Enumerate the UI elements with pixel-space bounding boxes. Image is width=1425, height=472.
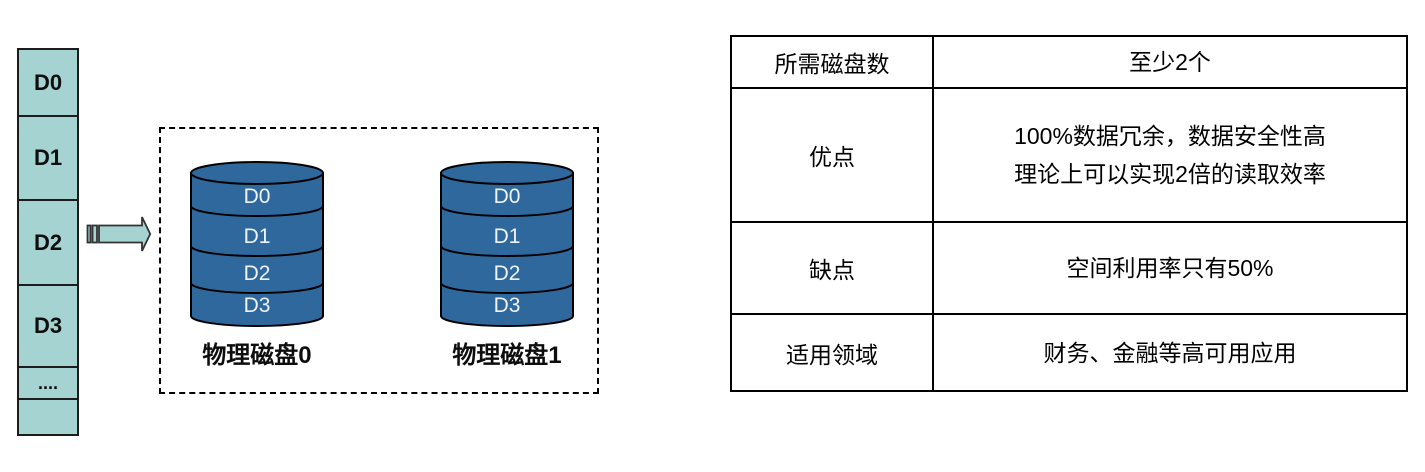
striped-right-arrow-icon <box>86 216 152 252</box>
row-value-cell: 至少2个 <box>932 35 1408 89</box>
row-value-cell: 财务、金融等高可用应用 <box>932 313 1408 392</box>
row-label-cell: 缺点 <box>730 221 934 315</box>
disk-segment-label: D1 <box>494 225 521 248</box>
table-row-disadvantages: 缺点 空间利用率只有50% <box>730 221 1408 315</box>
value-line: 100%数据冗余，数据安全性高 <box>1014 123 1326 149</box>
host-block-ellipsis: .... <box>17 366 79 400</box>
host-block-d2: D2 <box>17 199 79 286</box>
row-label-cell: 适用领域 <box>730 313 934 392</box>
disk-cylinder-icon: D0 D1 D2 D3 <box>440 161 574 327</box>
disk-segment-label: D2 <box>494 262 521 285</box>
disk-segment-label: D1 <box>244 225 271 248</box>
table-row-advantages: 优点 100%数据冗余，数据安全性高 理论上可以实现2倍的读取效率 <box>730 87 1408 223</box>
table-row-disks-required: 所需磁盘数 至少2个 <box>730 35 1408 89</box>
row-value-cell: 100%数据冗余，数据安全性高 理论上可以实现2倍的读取效率 <box>932 87 1408 223</box>
row-label-cell: 所需磁盘数 <box>730 35 934 89</box>
physical-disk-0: D0 D1 D2 D3 物理磁盘0 <box>187 160 327 370</box>
value-line: 理论上可以实现2倍的读取效率 <box>1014 161 1326 187</box>
disk-label: 物理磁盘1 <box>452 342 562 369</box>
disk-segment-label: D0 <box>244 185 271 208</box>
host-block-column: D0 D1 D2 D3 .... <box>17 48 79 436</box>
table-row-applicable-fields: 适用领域 财务、金融等高可用应用 <box>730 313 1408 392</box>
disk-cylinder-icon: D0 D1 D2 D3 <box>190 161 324 327</box>
disk-segment-label: D0 <box>494 185 521 208</box>
row-value-cell: 空间利用率只有50% <box>932 221 1408 315</box>
host-block-d1: D1 <box>17 115 79 201</box>
disk-segment-label: D3 <box>494 294 521 317</box>
value-line: 空间利用率只有50% <box>1066 255 1274 281</box>
disk-segment-label: D3 <box>244 294 271 317</box>
raid1-spec-table: 所需磁盘数 至少2个 优点 100%数据冗余，数据安全性高 理论上可以实现2倍的… <box>730 35 1408 392</box>
disk-segment-label: D2 <box>244 262 271 285</box>
host-block-empty <box>17 398 79 436</box>
row-label-cell: 优点 <box>730 87 934 223</box>
host-block-d0: D0 <box>17 48 79 117</box>
raid-group-box: D0 D1 D2 D3 物理磁盘0 D0 D1 D2 D3 物理磁盘1 <box>159 127 599 394</box>
value-line: 至少2个 <box>1129 49 1211 75</box>
host-block-d3: D3 <box>17 284 79 368</box>
value-line: 财务、金融等高可用应用 <box>1043 339 1297 366</box>
physical-disk-1: D0 D1 D2 D3 物理磁盘1 <box>437 160 577 370</box>
disk-label: 物理磁盘0 <box>202 342 312 369</box>
